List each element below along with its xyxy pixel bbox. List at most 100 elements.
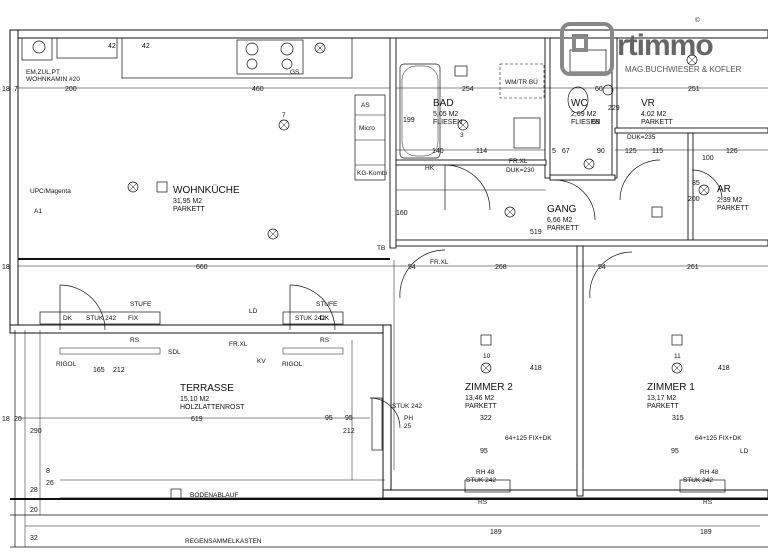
- label-rs-2: RS: [320, 337, 330, 344]
- label-gs: GS: [290, 69, 300, 76]
- dim-251: 251: [688, 86, 700, 93]
- label-frxl-2: FR.XL: [509, 158, 528, 165]
- logo-subtitle: MAG.BUCHWIESER & KOFLER: [625, 65, 742, 74]
- label-wm-tr: WM/TR BÜ: [505, 78, 538, 86]
- label-a1: A1: [34, 208, 42, 215]
- dim-254: 254: [462, 86, 474, 93]
- label-rs-1: RS: [130, 337, 140, 344]
- label-hk: HK: [425, 165, 435, 172]
- label-upc: UPC/Magenta: [30, 188, 71, 195]
- label-em-zul-pt: EM,ZUL,PT: [26, 69, 60, 76]
- dim-229: 229: [608, 105, 620, 112]
- dim-200b: 200: [688, 196, 700, 203]
- room-area-gang: 6,66 M2: [547, 217, 572, 224]
- dim-5: 5: [552, 148, 556, 155]
- room-floor-zimmer1: PARKETT: [647, 403, 679, 410]
- dim-95d: 95: [325, 415, 333, 422]
- dim-18a: 18: [2, 86, 10, 93]
- dim-18c: 18: [2, 416, 10, 423]
- label-frxl-1: FR.XL: [229, 341, 248, 348]
- label-n7: 7: [282, 112, 286, 119]
- dim-7a: 7: [14, 86, 18, 93]
- label-sdl: SDL: [168, 349, 181, 356]
- room-name-terrasse: TERRASSE: [180, 383, 234, 394]
- label-ph: PH: [404, 415, 413, 422]
- dim-69: 69: [592, 119, 600, 126]
- dim-189a: 189: [490, 529, 502, 536]
- room-area-wohnkueche: 31,95 M2: [173, 198, 202, 205]
- doors: [59, 159, 723, 429]
- dim-20b: 20: [14, 416, 22, 423]
- room-labels: WOHNKÜCHE 31,95 M2 PARKETT BAD 5,05 M2 F…: [173, 98, 749, 411]
- dim-460: 460: [252, 86, 264, 93]
- dimension-lines: [18, 87, 768, 527]
- label-ld-2: LD: [740, 448, 749, 455]
- label-rigol-2: RIGOL: [282, 361, 303, 368]
- room-area-ar: 2,39 M2: [717, 197, 742, 204]
- label-ld-1: LD: [249, 308, 258, 315]
- label-n3: 3: [460, 132, 464, 139]
- label-rs-3: RS: [478, 499, 488, 506]
- bath-fixtures: [399, 49, 607, 159]
- dim-519: 519: [530, 229, 542, 236]
- room-name-wc: WC: [571, 98, 588, 109]
- dim-115: 115: [652, 148, 663, 155]
- dim-95a: 95: [345, 415, 353, 422]
- dim-90: 90: [597, 148, 605, 155]
- outer-walls: [9, 29, 768, 548]
- dim-60: 60: [595, 86, 603, 93]
- dim-160: 160: [396, 210, 408, 217]
- dim-114: 114: [476, 148, 487, 155]
- dim-418b: 418: [718, 365, 730, 372]
- dim-212: 212: [343, 428, 355, 435]
- dim-322: 322: [480, 415, 492, 422]
- label-duk-235: DUK=235: [627, 134, 656, 141]
- dim-95c: 95: [671, 448, 679, 455]
- label-stufe-1: STUFE: [130, 301, 152, 308]
- room-floor-vr: PARKETT: [641, 119, 673, 126]
- dim-140: 140: [432, 148, 444, 155]
- dim-315: 315: [672, 415, 684, 422]
- misc-labels: EM,ZUL,PT WOHNKAMIN #20 UPC/Magenta A1 A…: [26, 69, 749, 545]
- label-tb: TB: [377, 245, 385, 252]
- label-dk: DK: [63, 315, 73, 322]
- room-floor-wc: FLIESEN: [571, 119, 600, 126]
- room-name-gang: GANG: [547, 204, 577, 215]
- room-floor-bad: FLIESEN: [433, 119, 462, 126]
- label-fixdk-a: 64+125 FIX+DK: [505, 435, 552, 442]
- dim-418a: 418: [530, 365, 542, 372]
- dim-54a: 54: [408, 264, 416, 271]
- room-name-bad: BAD: [433, 98, 454, 109]
- label-regensammelkasten: REGENSAMMELKASTEN: [185, 538, 262, 545]
- label-stuk-1: STUK 242: [86, 315, 116, 322]
- logo-text: rtimmo: [617, 29, 713, 62]
- dim-100: 100: [702, 155, 714, 162]
- label-rs-4: RS: [703, 499, 713, 506]
- dim-67: 67: [562, 148, 570, 155]
- label-bodenablauf: BODENABLAUF: [190, 492, 238, 499]
- room-area-vr: 4,02 M2: [641, 111, 666, 118]
- dim-189b: 189: [700, 529, 712, 536]
- label-as: AS: [361, 102, 370, 109]
- room-floor-terrasse: HOLZLATTENROST: [180, 404, 245, 411]
- dim-95b: 95: [480, 448, 488, 455]
- dim-125: 125: [625, 148, 637, 155]
- dim-20a: 20: [30, 507, 38, 514]
- dim-126: 126: [726, 148, 738, 155]
- label-frxl-3: FR.XL: [430, 259, 449, 266]
- room-floor-wohnkueche: PARKETT: [173, 206, 205, 213]
- room-name-zimmer2: ZIMMER 2: [465, 382, 513, 393]
- dim-619: 619: [191, 416, 203, 423]
- room-area-zimmer2: 13,46 M2: [465, 395, 494, 402]
- windows: [39, 311, 726, 493]
- dim-212b: 212: [113, 367, 125, 374]
- label-rh48-b: RH 48: [700, 469, 719, 476]
- dim-54b: 54: [598, 264, 606, 271]
- label-micro: Micro: [359, 125, 375, 132]
- label-kv: KV: [257, 358, 266, 365]
- room-name-vr: VR: [641, 98, 655, 109]
- label-fixdk-b: 64+125 FIX+DK: [695, 435, 742, 442]
- label-n10: 10: [483, 353, 491, 360]
- company-logo: rtimmo MAG.BUCHWIESER & KOFLER ©: [560, 16, 742, 76]
